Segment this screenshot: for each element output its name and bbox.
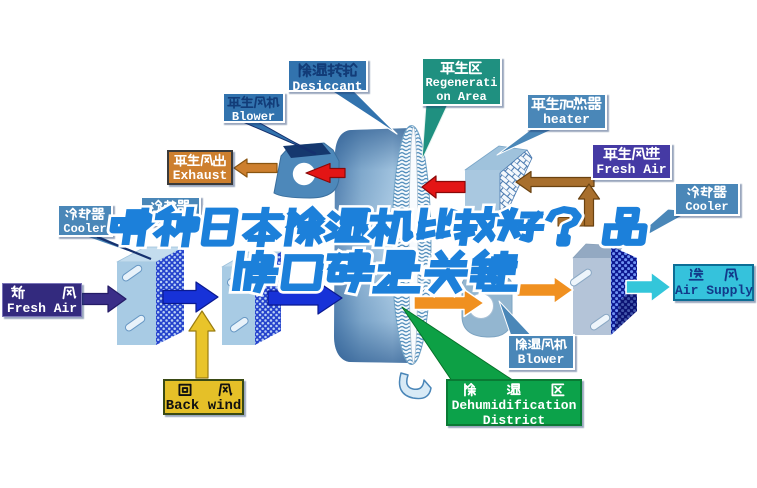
svg-text:xt: xt: [318, 324, 331, 341]
